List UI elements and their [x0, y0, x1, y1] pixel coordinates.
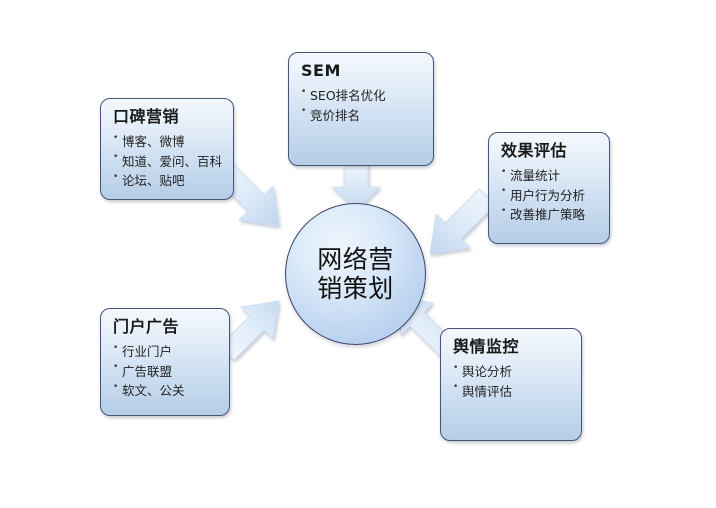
list-item: 竞价排名 — [301, 105, 423, 125]
node-title-effect-evaluation: 效果评估 — [501, 141, 568, 160]
list-item: 广告联盟 — [113, 361, 219, 381]
node-effect-evaluation[interactable]: 效果评估 流量统计 用户行为分析 改善推广策略 — [488, 132, 610, 244]
node-sem[interactable]: SEM SEO排名优化 竞价排名 — [288, 52, 434, 166]
list-item: SEO排名优化 — [301, 86, 423, 105]
node-items-word-of-mouth: 博客、微博 知道、爱问、百科 论坛、贴吧 — [113, 132, 223, 190]
list-item: 软文、公关 — [113, 381, 219, 400]
list-item: 知道、爱问、百科 — [113, 151, 223, 171]
node-items-opinion-monitoring: 舆论分析 舆情评估 — [453, 362, 571, 401]
list-item: 舆情评估 — [453, 381, 571, 401]
center-node-label: 网络营销策划 — [317, 244, 394, 304]
node-items-portal-advertising: 行业门户 广告联盟 软文、公关 — [113, 342, 219, 400]
node-opinion-monitoring[interactable]: 舆情监控 舆论分析 舆情评估 — [440, 328, 582, 441]
list-item: 流量统计 — [501, 166, 599, 185]
list-item: 舆论分析 — [453, 362, 571, 381]
list-item: 论坛、贴吧 — [113, 171, 223, 190]
list-item: 用户行为分析 — [501, 185, 599, 205]
list-item: 改善推广策略 — [501, 205, 599, 224]
node-items-sem: SEO排名优化 竞价排名 — [301, 86, 423, 125]
list-item: 行业门户 — [113, 342, 219, 361]
node-title-word-of-mouth: 口碑营销 — [113, 107, 180, 126]
node-items-effect-evaluation: 流量统计 用户行为分析 改善推广策略 — [501, 166, 599, 224]
node-word-of-mouth[interactable]: 口碑营销 博客、微博 知道、爱问、百科 论坛、贴吧 — [100, 98, 234, 200]
node-title-portal-advertising: 门户广告 — [113, 317, 180, 336]
node-title-sem: SEM — [301, 61, 341, 80]
center-node-marketing-planning[interactable]: 网络营销策划 — [285, 203, 426, 345]
list-item: 博客、微博 — [113, 132, 223, 151]
node-portal-advertising[interactable]: 门户广告 行业门户 广告联盟 软文、公关 — [100, 308, 230, 416]
node-title-opinion-monitoring: 舆情监控 — [453, 337, 520, 356]
